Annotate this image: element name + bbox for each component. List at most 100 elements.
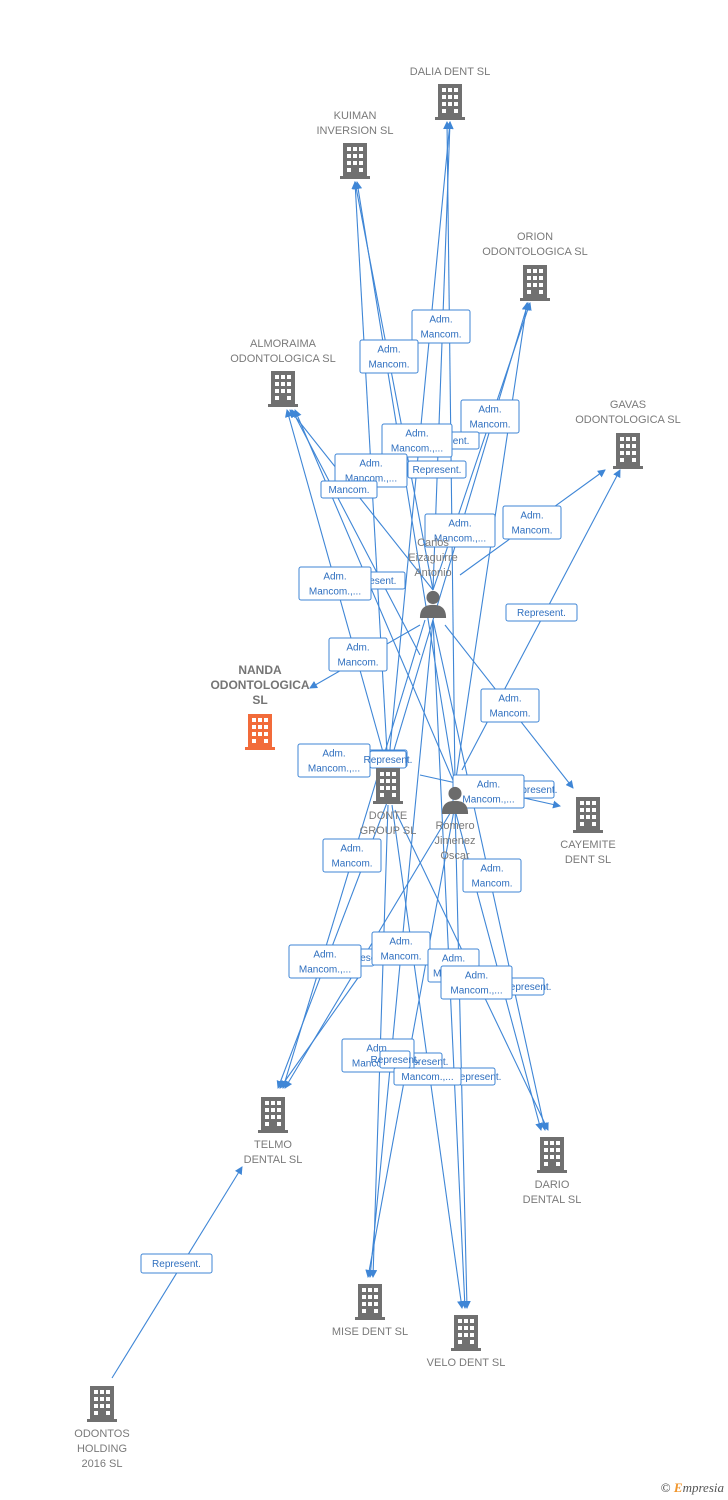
edge-label-l28[interactable]: Adm.Mancom.,... xyxy=(440,965,513,1000)
edge-label-text: Adm. xyxy=(377,345,400,356)
edge-label-text: Mancom. xyxy=(337,658,378,669)
edge-31 xyxy=(454,804,471,1309)
node-label: NANDA xyxy=(238,663,282,677)
edge-13 xyxy=(291,409,421,656)
node-label: GAVAS xyxy=(610,399,646,411)
edge-label-text: Adm. xyxy=(405,429,428,440)
edge-label-l1[interactable]: Adm.Mancom. xyxy=(411,309,471,344)
edge-label-text: Adm. xyxy=(322,749,345,760)
edge-label-text: Adm. xyxy=(429,315,452,326)
edge-label-box[interactable] xyxy=(462,858,522,893)
edge-label-box[interactable] xyxy=(298,566,372,601)
building-icon xyxy=(520,265,550,301)
node-label: DALIA DENT SL xyxy=(410,66,491,78)
edge-label-l16[interactable]: Adm. Mancom. xyxy=(480,688,540,723)
edge-label-box[interactable] xyxy=(480,688,540,723)
edge-label-text: Represent. xyxy=(503,982,552,993)
edge-label-text: Mancom.,... xyxy=(352,1059,404,1070)
node-label: TELMO xyxy=(254,1139,292,1151)
edge-label-l9[interactable]: Adm.Mancom. xyxy=(502,505,562,540)
edge-label-text: Adm. xyxy=(359,459,382,470)
edge-label-l13[interactable]: Adm.Mancom.,... xyxy=(298,566,372,601)
edge-label-box[interactable] xyxy=(328,637,388,672)
edge-label-text: Mancom. xyxy=(489,709,530,720)
copyright-icon: © xyxy=(660,1480,671,1495)
edge-1 xyxy=(432,121,454,591)
edge-label-box[interactable] xyxy=(407,460,467,479)
focus-building-icon xyxy=(245,714,275,750)
node-label: Antonio xyxy=(414,567,451,579)
edge-label-text: Mancom. xyxy=(328,485,369,496)
edge-label-text: Adm. xyxy=(498,694,521,705)
edge-label-l12[interactable]: Represent. xyxy=(505,603,578,622)
edge-label-text: Mancom. xyxy=(380,952,421,963)
edge-label-l18[interactable]: Adm.Mancom.,... xyxy=(297,743,371,778)
edge-label-box[interactable] xyxy=(140,1253,213,1274)
edge-label-l7[interactable]: Adm. Mancom.,... xyxy=(334,453,408,488)
edge-label-l25[interactable]: Adm. Mancom. xyxy=(371,931,431,966)
node-label: CAYEMITE xyxy=(560,839,615,851)
edge-label-box[interactable] xyxy=(411,309,471,344)
edge-label-l3[interactable]: Adm.Mancom. xyxy=(460,399,520,434)
node-label: MISE DENT SL xyxy=(332,1326,408,1338)
edge-label-box[interactable] xyxy=(424,513,496,548)
edge-label-l32[interactable]: Mancom.,... xyxy=(393,1067,462,1086)
edge-label-box[interactable] xyxy=(288,944,362,979)
node-velo[interactable]: VELO DENT SL xyxy=(427,1315,506,1369)
edge-label-text: Adm. xyxy=(366,1044,389,1055)
edge-label-text: Mancom.,... xyxy=(299,965,351,976)
edge-label-box[interactable] xyxy=(460,399,520,434)
edge-label-l19[interactable]: Represent. xyxy=(364,750,413,769)
edge-label-l15[interactable]: Adm. Mancom. xyxy=(328,637,388,672)
edge-label-l8[interactable]: Mancom. xyxy=(320,480,378,499)
node-mise[interactable]: MISE DENT SL xyxy=(332,1284,408,1338)
building-icon xyxy=(355,1284,385,1320)
edge-label-l34[interactable]: Represent. xyxy=(371,1050,420,1069)
node-dalia[interactable]: DALIA DENT SL xyxy=(410,66,491,120)
edge-label-l2[interactable]: Adm. Mancom. xyxy=(359,339,419,374)
edge-label-box[interactable] xyxy=(320,480,378,499)
empresia-copyright[interactable]: © Empresia xyxy=(661,1480,724,1496)
edge-label-l11[interactable]: Adm. Mancom.,... xyxy=(424,513,496,548)
edge-label-text: Adm. xyxy=(389,937,412,948)
building-icon xyxy=(537,1137,567,1173)
edge-label-text: Adm. xyxy=(448,519,471,530)
edge-label-text: Mancom.,... xyxy=(434,534,486,545)
edge-label-box[interactable] xyxy=(381,423,453,458)
edge-label-l33[interactable]: Represent. xyxy=(140,1253,213,1274)
edge-label-l6[interactable]: Represent. xyxy=(407,460,467,479)
edge-label-l5[interactable]: Adm.Mancom.,... xyxy=(381,423,453,458)
edge-label-l22[interactable]: Adm.Mancom. xyxy=(462,858,522,893)
edge-label-box[interactable] xyxy=(505,603,578,622)
edge-label-box[interactable] xyxy=(379,1050,411,1069)
edge-12 xyxy=(294,409,456,786)
node-label: ODONTOS xyxy=(74,1428,129,1440)
edge-label-text: Adm. xyxy=(346,643,369,654)
edge-label-l24[interactable]: Adm.Mancom.,... xyxy=(288,944,362,979)
node-label: SL xyxy=(252,693,267,707)
edge-label-text: Mancom. xyxy=(368,360,409,371)
edge-label-box[interactable] xyxy=(393,1067,462,1086)
edge-label-box[interactable] xyxy=(359,339,419,374)
building-icon xyxy=(573,797,603,833)
edge-label-text: Mancom.,... xyxy=(345,474,397,485)
edge-label-l21[interactable]: Adm.Mancom. xyxy=(322,838,382,873)
edge-label-box[interactable] xyxy=(322,838,382,873)
edge-label-box[interactable] xyxy=(502,505,562,540)
edge-label-box[interactable] xyxy=(440,965,513,1000)
node-label: ODONTOLOGICA SL xyxy=(230,353,336,365)
node-label: Oscar xyxy=(440,850,470,862)
